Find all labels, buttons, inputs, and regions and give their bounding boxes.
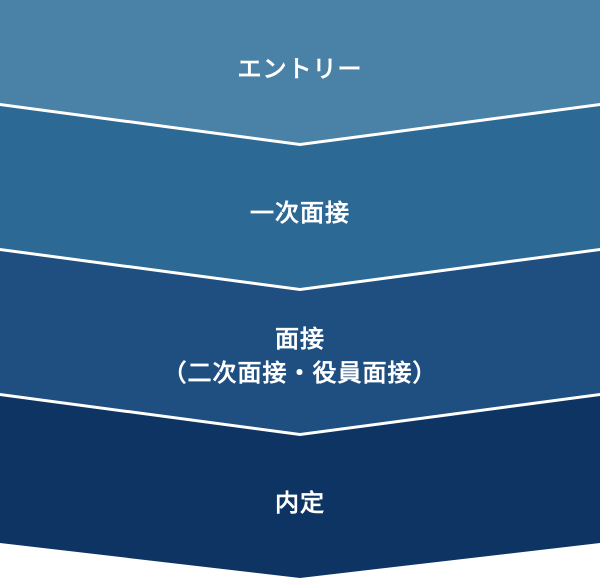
step-3-label: 面接 （二次面接・役員面接） (0, 322, 600, 390)
step-2-label: 一次面接 (250, 199, 350, 227)
step-2-chevron (0, 106, 600, 288)
step-4-chevron (0, 396, 600, 578)
step-1-chevron (0, 0, 600, 143)
step-3-label-line-2: （二次面接・役員面接） (162, 359, 438, 387)
step-4-label: 内定 (275, 489, 325, 517)
step-1-label: エントリー (237, 55, 363, 83)
step-3-label-line-1: 面接 (275, 325, 325, 353)
step-3-chevron (0, 251, 600, 433)
